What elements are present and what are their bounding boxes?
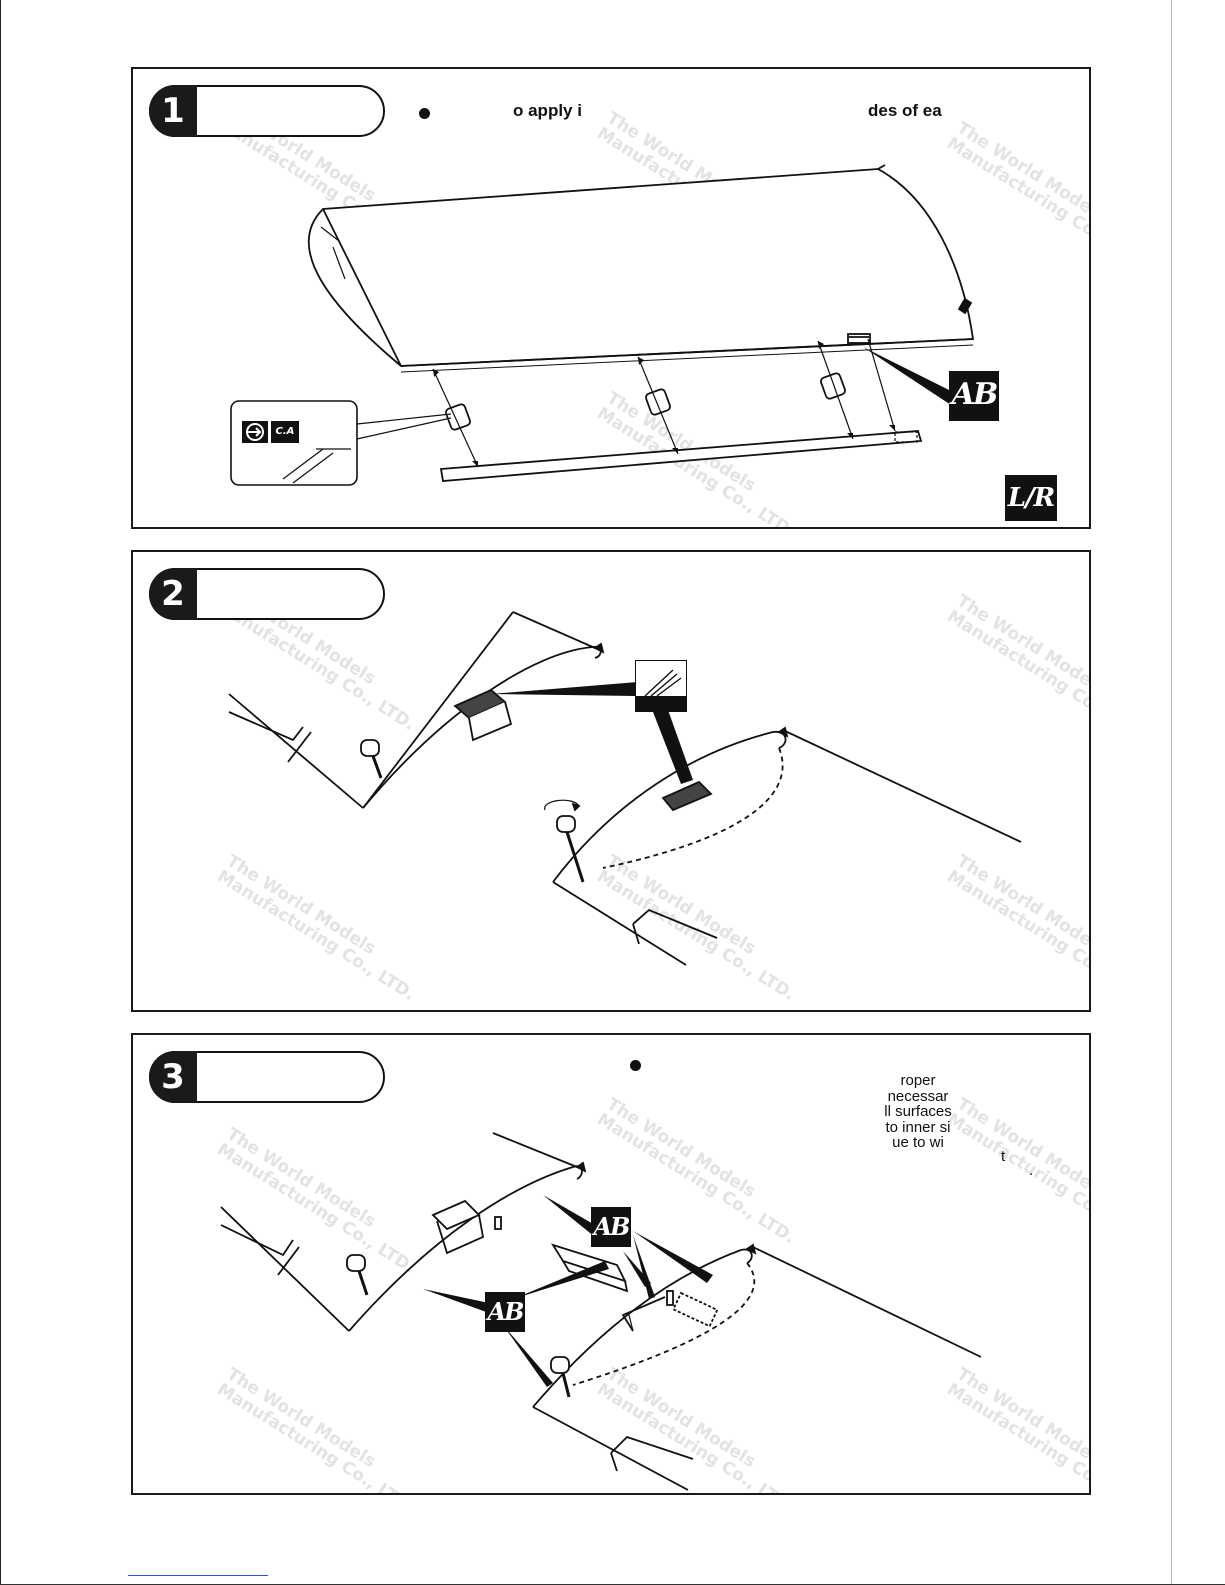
sanding-icon xyxy=(635,660,687,712)
step-2-wing-drawing xyxy=(228,611,1022,966)
left-right-badge: L/R xyxy=(1005,475,1057,521)
note-bullet xyxy=(630,1060,641,1071)
step-1-note-fragment-b: des of ea xyxy=(868,101,942,120)
step-3-note-fragment-t: t xyxy=(1001,1148,1006,1165)
step-3-tab: 3 xyxy=(149,1051,385,1103)
ca-glue-icon xyxy=(242,421,268,443)
note-line: ll surfaces xyxy=(884,1103,952,1120)
step-number: 2 xyxy=(149,568,197,620)
footer-link-underline[interactable] xyxy=(128,1575,268,1576)
step-number: 3 xyxy=(149,1051,197,1103)
ab-glue-badge: AB xyxy=(949,371,999,421)
step-1-note-fragment-a: o apply i xyxy=(513,101,582,120)
ab-glue-badge: AB xyxy=(485,1292,525,1332)
step-1-tab: 1 xyxy=(149,85,385,137)
note-line: necessar xyxy=(887,1087,949,1105)
step-3-note-fragment: roper necessar ll surfaces to inner si u… xyxy=(863,1073,973,1151)
page-edge-left xyxy=(0,0,1,1585)
step-2-tab: 2 xyxy=(149,568,385,620)
ca-label: C.A xyxy=(271,421,299,443)
step-3-note-fragment-dot: . xyxy=(1029,1162,1034,1179)
note-line: ue to wi xyxy=(892,1134,944,1151)
note-line: roper xyxy=(900,1072,936,1089)
step-1-wing-drawing xyxy=(230,164,975,486)
ab-glue-badge: AB xyxy=(591,1207,631,1247)
note-line: to inner si xyxy=(885,1118,951,1136)
page-edge-right xyxy=(1171,0,1172,1585)
note-bullet xyxy=(419,108,430,119)
step-number: 1 xyxy=(149,85,197,137)
step-3-wing-join-drawing xyxy=(220,1132,982,1491)
